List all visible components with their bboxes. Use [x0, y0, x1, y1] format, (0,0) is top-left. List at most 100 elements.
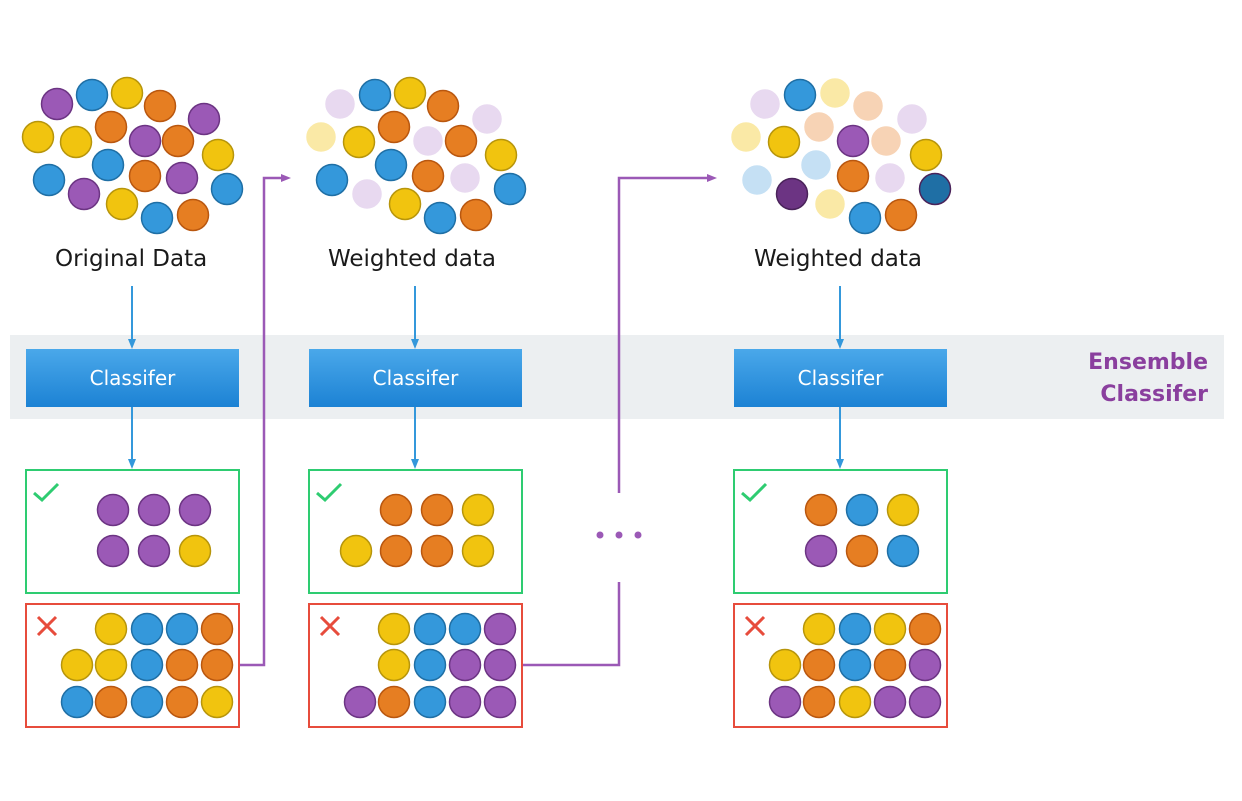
data-point	[130, 648, 164, 682]
data-point	[908, 648, 942, 682]
data-point	[165, 648, 199, 682]
correct-box-3	[733, 469, 948, 594]
data-point	[105, 187, 139, 221]
connector-stage1-to-stage2	[240, 174, 291, 667]
data-point	[909, 138, 943, 172]
data-point	[165, 685, 199, 719]
data-point	[448, 161, 482, 195]
data-point	[140, 201, 174, 235]
data-point	[918, 172, 952, 206]
data-point	[350, 177, 384, 211]
data-point	[836, 124, 870, 158]
data-point	[845, 534, 879, 568]
data-point	[802, 612, 836, 646]
data-point	[848, 201, 882, 235]
data-point	[444, 124, 478, 158]
data-point	[96, 534, 130, 568]
data-point	[461, 534, 495, 568]
data-point	[838, 685, 872, 719]
data-point	[838, 648, 872, 682]
data-point	[802, 648, 836, 682]
data-point	[128, 124, 162, 158]
data-point	[379, 493, 413, 527]
data-point	[96, 493, 130, 527]
connector-to-stage3	[617, 174, 717, 493]
data-point	[740, 163, 774, 197]
data-point	[448, 612, 482, 646]
data-point	[448, 685, 482, 719]
data-point	[128, 159, 162, 193]
data-point	[873, 161, 907, 195]
correct-box-1	[25, 469, 240, 594]
data-point	[836, 159, 870, 193]
data-point	[393, 76, 427, 110]
data-point	[187, 102, 221, 136]
data-point	[802, 110, 836, 144]
data-label-2: Weighted data	[328, 246, 496, 272]
data-point	[94, 685, 128, 719]
data-point	[94, 612, 128, 646]
ensemble-label-line2: Classifer	[1100, 382, 1208, 407]
check-icon	[316, 482, 343, 503]
data-point	[143, 89, 177, 123]
data-point	[323, 87, 357, 121]
data-point	[783, 78, 817, 112]
data-point	[178, 493, 212, 527]
data-point	[411, 124, 445, 158]
data-point	[895, 102, 929, 136]
data-point	[388, 187, 422, 221]
data-point	[165, 612, 199, 646]
data-point	[377, 110, 411, 144]
data-point	[358, 78, 392, 112]
data-point	[377, 612, 411, 646]
data-point	[799, 148, 833, 182]
data-point	[374, 148, 408, 182]
data-point	[470, 102, 504, 136]
data-point	[423, 201, 457, 235]
data-point	[483, 648, 517, 682]
classifier-button-2: Classifer	[309, 349, 522, 407]
data-point	[413, 612, 447, 646]
data-point	[210, 172, 244, 206]
data-point	[886, 493, 920, 527]
correct-box-2	[308, 469, 523, 594]
data-point	[60, 648, 94, 682]
data-point	[377, 685, 411, 719]
data-point	[91, 148, 125, 182]
data-point	[768, 648, 802, 682]
data-point	[377, 648, 411, 682]
data-point	[484, 138, 518, 172]
check-icon	[33, 482, 60, 503]
data-point	[845, 493, 879, 527]
data-point	[851, 89, 885, 123]
data-point	[110, 76, 144, 110]
data-point	[67, 177, 101, 211]
data-points	[21, 76, 952, 719]
data-point	[176, 198, 210, 232]
data-point	[818, 76, 852, 110]
data-point	[130, 685, 164, 719]
data-point	[459, 198, 493, 232]
data-point	[804, 493, 838, 527]
data-point	[137, 534, 171, 568]
ensemble-label: Ensemble Classifer	[1088, 347, 1208, 411]
ellipsis	[596, 531, 642, 539]
data-point	[40, 87, 74, 121]
data-point	[420, 493, 454, 527]
data-point	[315, 163, 349, 197]
data-point	[339, 534, 373, 568]
data-point	[342, 125, 376, 159]
data-point	[813, 187, 847, 221]
data-point	[59, 125, 93, 159]
data-point	[908, 685, 942, 719]
data-point	[413, 648, 447, 682]
check-icon	[741, 482, 768, 503]
cross-icon	[36, 615, 58, 637]
connector-stage2-out	[522, 582, 621, 667]
data-point	[886, 534, 920, 568]
data-point	[493, 172, 527, 206]
data-point	[137, 493, 171, 527]
data-point	[200, 685, 234, 719]
